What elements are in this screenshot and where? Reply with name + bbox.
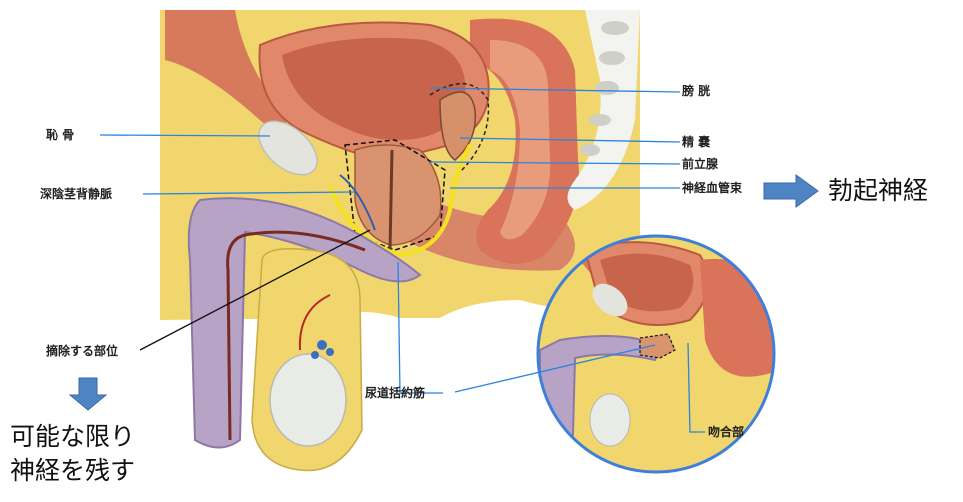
right-arrow [764,175,818,207]
note-preserve-line2: 神経を残す [10,456,135,486]
label-anastomosis: 吻合部 [708,425,744,439]
label-bladder: 膀 胱 [682,84,710,98]
down-arrow [70,378,106,410]
label-neurovascular-bundle: 神経血管束 [682,181,742,195]
label-seminal-vesicle: 精 嚢 [682,135,710,149]
label-resection-site: 摘除する部位 [46,344,118,358]
label-deep-dorsal-vein: 深陰茎背静脈 [40,187,112,201]
urethra [390,150,392,250]
testis [270,354,346,446]
note-erectile-nerve: 勃起神経 [828,176,928,206]
label-prostate: 前立腺 [682,157,718,171]
label-urethral-sphincter: 尿道括約筋 [365,386,425,400]
note-preserve-line1: 可能な限り [10,422,135,452]
label-pubic-bone: 恥 骨 [46,128,74,142]
